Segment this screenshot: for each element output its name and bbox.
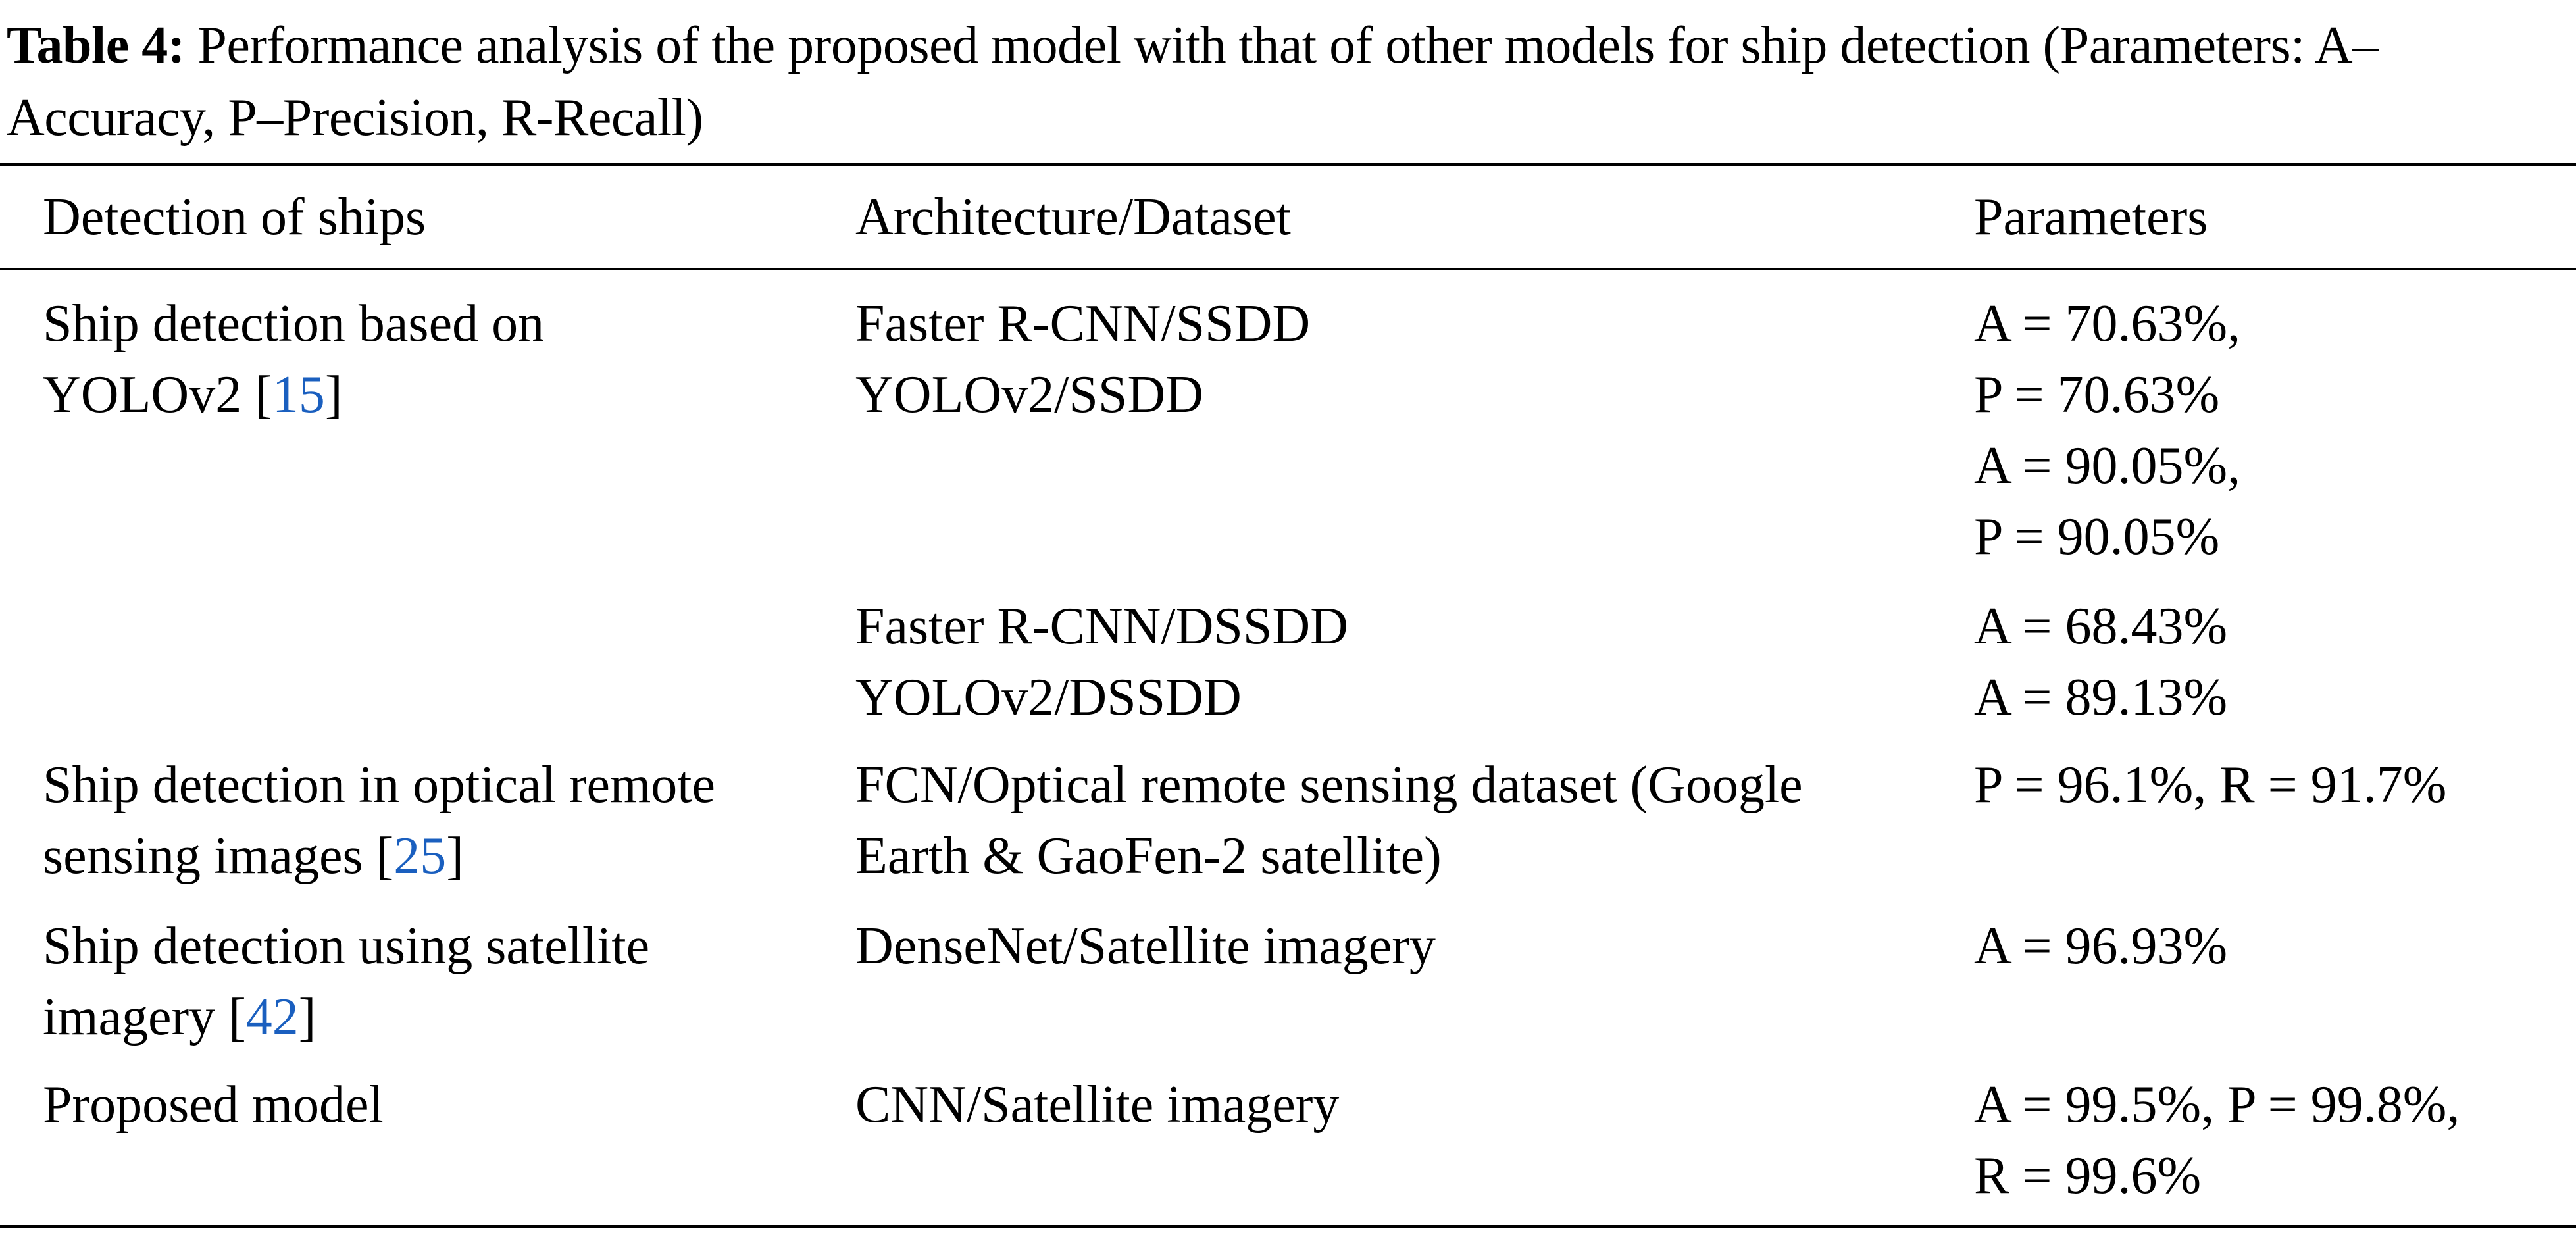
table-row-1-detection: Ship detection based on YOLOv2 [15] bbox=[43, 295, 545, 424]
table-row-2-architecture: Faster R-CNN/DSSDD YOLOv2/DSSDD bbox=[855, 597, 1348, 726]
caption-label: Table 4: bbox=[7, 16, 185, 74]
citation-link[interactable]: 42 bbox=[245, 988, 299, 1046]
table-caption: Table 4: Performance analysis of the pro… bbox=[7, 9, 2569, 154]
table-row-1-architecture: Faster R-CNN/SSDD YOLOv2/SSDD bbox=[855, 295, 1311, 424]
header-architecture: Architecture/Dataset bbox=[855, 188, 1291, 246]
table-row-1-parameters: A = 70.63%, P = 70.63% A = 90.05%, P = 9… bbox=[1974, 295, 2241, 566]
table-top-rule bbox=[0, 163, 2576, 166]
citation-link[interactable]: 15 bbox=[272, 366, 325, 424]
table-row-3-detection: Ship detection in optical remote sensing… bbox=[43, 756, 715, 885]
table-row-2-parameters: A = 68.43% A = 89.13% bbox=[1974, 597, 2228, 726]
table-row-4-parameters: A = 96.93% bbox=[1974, 917, 2228, 975]
table-row-4-detection: Ship detection using satellite imagery [… bbox=[43, 917, 650, 1046]
caption-text: Performance analysis of the proposed mod… bbox=[7, 16, 2379, 147]
table-header-rule bbox=[0, 268, 2576, 270]
table-bottom-rule bbox=[0, 1225, 2576, 1228]
table-row-5-parameters: A = 99.5%, P = 99.8%, R = 99.6% bbox=[1974, 1076, 2460, 1205]
table-row-4-architecture: DenseNet/Satellite imagery bbox=[855, 917, 1436, 975]
table-row-5-architecture: CNN/Satellite imagery bbox=[855, 1076, 1340, 1134]
table-row-3-parameters: P = 96.1%, R = 91.7% bbox=[1974, 756, 2447, 814]
table-row-3-architecture: FCN/Optical remote sensing dataset (Goog… bbox=[855, 756, 1803, 885]
table-row-5-detection: Proposed model bbox=[43, 1076, 384, 1134]
header-parameters: Parameters bbox=[1974, 188, 2208, 246]
header-detection: Detection of ships bbox=[43, 188, 426, 246]
citation-link[interactable]: 25 bbox=[393, 827, 447, 885]
